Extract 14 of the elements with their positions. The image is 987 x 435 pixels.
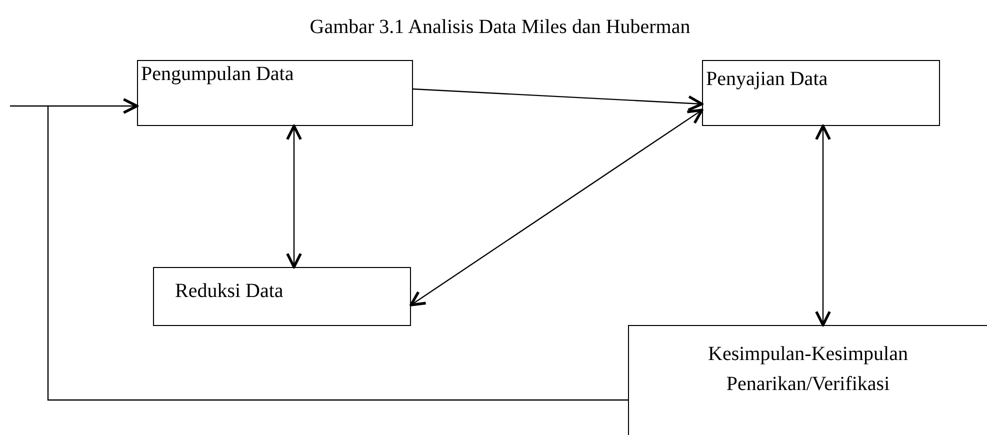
process-box [153, 267, 411, 326]
box-label: Kesimpulan-Kesimpulan Penarikan/Verifikasi [707, 342, 909, 397]
arrow [412, 88, 704, 112]
box-label: Reduksi Data [175, 280, 284, 303]
arrow [286, 124, 302, 268]
arrow [815, 124, 831, 326]
process-box [628, 325, 987, 435]
box-label: Pengumpulan Data [141, 62, 294, 87]
arrow [410, 108, 704, 306]
box-label: Penyajian Data [706, 67, 828, 92]
arrow [9, 98, 629, 401]
process-box [137, 60, 413, 126]
diagram-title: Gambar 3.1 Analisis Data Miles dan Huberman [310, 16, 690, 39]
process-box [702, 60, 940, 126]
